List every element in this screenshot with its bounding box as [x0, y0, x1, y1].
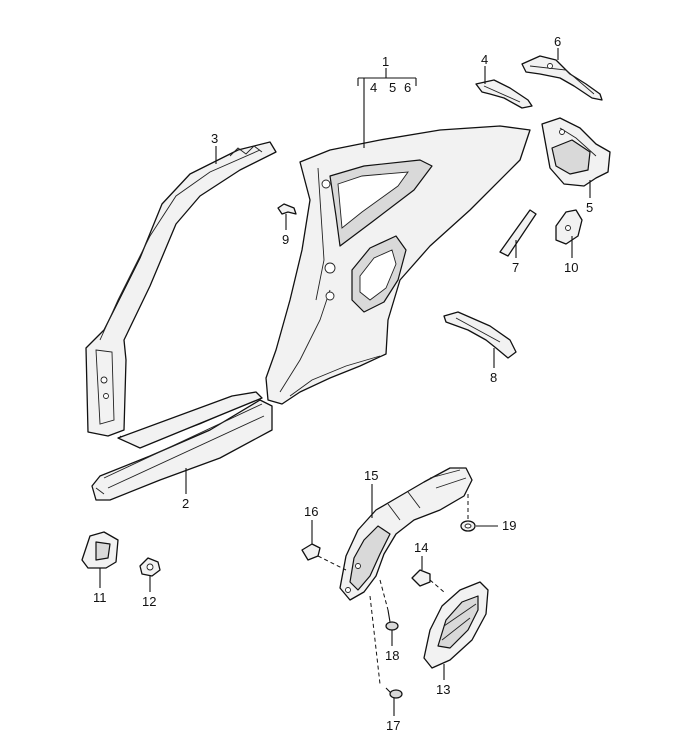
callout-8: 8: [490, 370, 497, 385]
part-18-screw[interactable]: [385, 609, 399, 631]
part-7-strip[interactable]: [499, 209, 537, 257]
part-14-clip[interactable]: [411, 569, 431, 587]
callout-1-bracket: [357, 68, 417, 148]
part-17-screw[interactable]: [385, 687, 403, 699]
part-15-inner-panel[interactable]: [339, 467, 473, 601]
dash-18: [379, 579, 389, 611]
part-4-bracket[interactable]: [475, 79, 533, 109]
part-16-clip[interactable]: [301, 543, 321, 561]
callout-19: 19: [502, 518, 516, 533]
dash-17: [369, 595, 381, 685]
callout-14: 14: [414, 540, 428, 555]
callout-12: 12: [142, 594, 156, 609]
callout-15: 15: [364, 468, 378, 483]
callout-10: 10: [564, 260, 578, 275]
part-10-bracket[interactable]: [555, 209, 583, 245]
part-1-side-panel[interactable]: [265, 125, 531, 405]
part-11-cover[interactable]: [81, 531, 119, 569]
callout-11: 11: [93, 590, 107, 605]
part-19-grommet[interactable]: [460, 520, 476, 532]
callout-2: 2: [182, 496, 189, 511]
callout-9: 9: [282, 232, 289, 247]
part-12-clip[interactable]: [139, 557, 161, 577]
part-6-reinforcement[interactable]: [521, 55, 603, 101]
callout-4: 4: [481, 52, 488, 67]
callout-17: 17: [386, 718, 400, 733]
part-5-rear-bracket[interactable]: [541, 117, 611, 187]
callout-16: 16: [304, 504, 318, 519]
callout-1-sub-5: 5: [389, 80, 396, 95]
part-9-clip[interactable]: [277, 203, 297, 215]
part-8-trim[interactable]: [443, 311, 517, 359]
callout-1-sub-6: 6: [404, 80, 411, 95]
callout-5: 5: [586, 200, 593, 215]
callout-1: 1: [382, 54, 389, 69]
callout-18: 18: [385, 648, 399, 663]
part-2-sill[interactable]: [91, 391, 273, 501]
dash-16: [317, 555, 347, 571]
callout-3: 3: [211, 131, 218, 146]
part-13-grille[interactable]: [423, 581, 489, 669]
callout-13: 13: [436, 682, 450, 697]
callout-7: 7: [512, 260, 519, 275]
callout-6: 6: [554, 34, 561, 49]
dash-14: [429, 579, 445, 593]
part-3-pillar[interactable]: [85, 141, 277, 437]
callout-1-sub-4: 4: [370, 80, 377, 95]
